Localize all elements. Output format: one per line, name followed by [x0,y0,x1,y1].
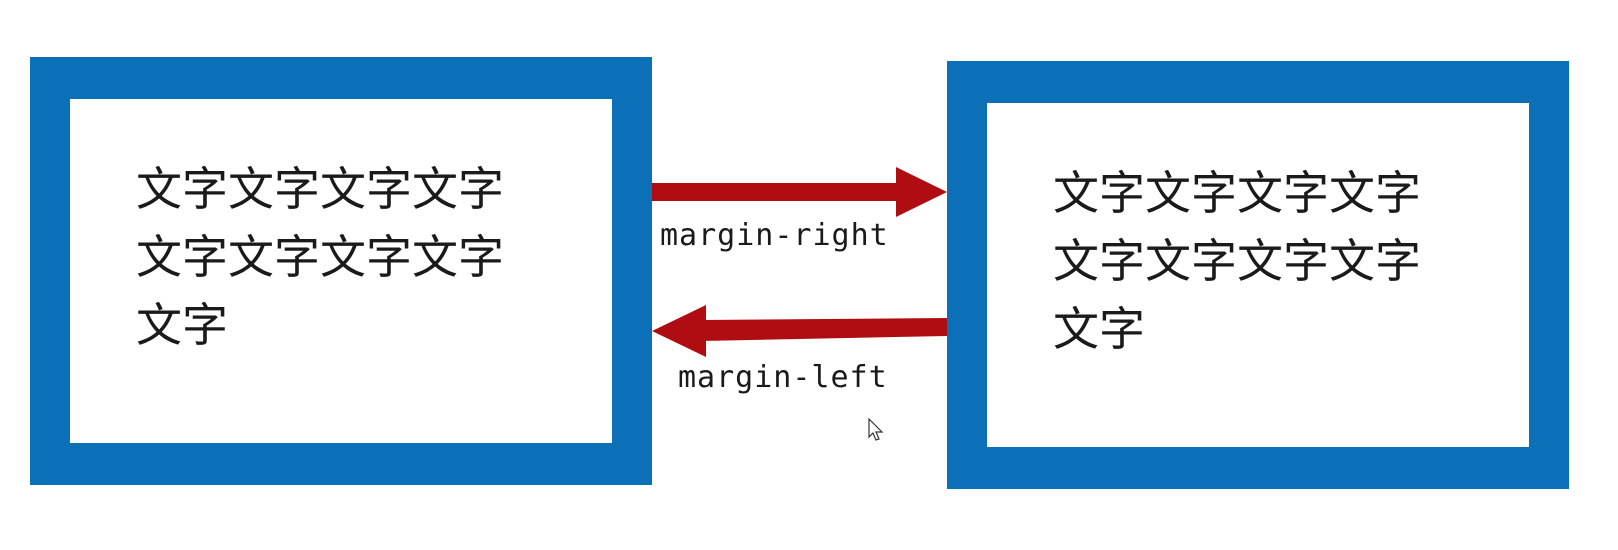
margin-right-arrow-head [896,167,947,217]
right-box-line-1: 文字文字文字文字 [1053,166,1421,220]
right-box: 文字文字文字文字 文字文字文字文字 文字 [947,61,1569,489]
left-box-line-3: 文字 [136,298,228,352]
left-box-line-2: 文字文字文字文字 [136,230,504,284]
left-box: 文字文字文字文字 文字文字文字文字 文字 [30,57,652,485]
right-box-line-3: 文字 [1053,302,1145,356]
mouse-pointer-icon [868,418,884,441]
margin-left-label: margin-left [678,360,888,395]
right-box-line-2: 文字文字文字文字 [1053,234,1421,288]
right-box-text: 文字文字文字文字 文字文字文字文字 文字 [1053,159,1473,363]
margin-right-label: margin-right [660,218,889,253]
margin-right-arrow [652,167,947,217]
margin-left-arrow-head [652,305,706,357]
margin-left-arrow-shaft [702,318,947,341]
margin-right-arrow-shaft [652,183,904,201]
margin-left-arrow [652,305,947,357]
left-box-text: 文字文字文字文字 文字文字文字文字 文字 [136,155,556,359]
left-box-line-1: 文字文字文字文字 [136,162,504,216]
